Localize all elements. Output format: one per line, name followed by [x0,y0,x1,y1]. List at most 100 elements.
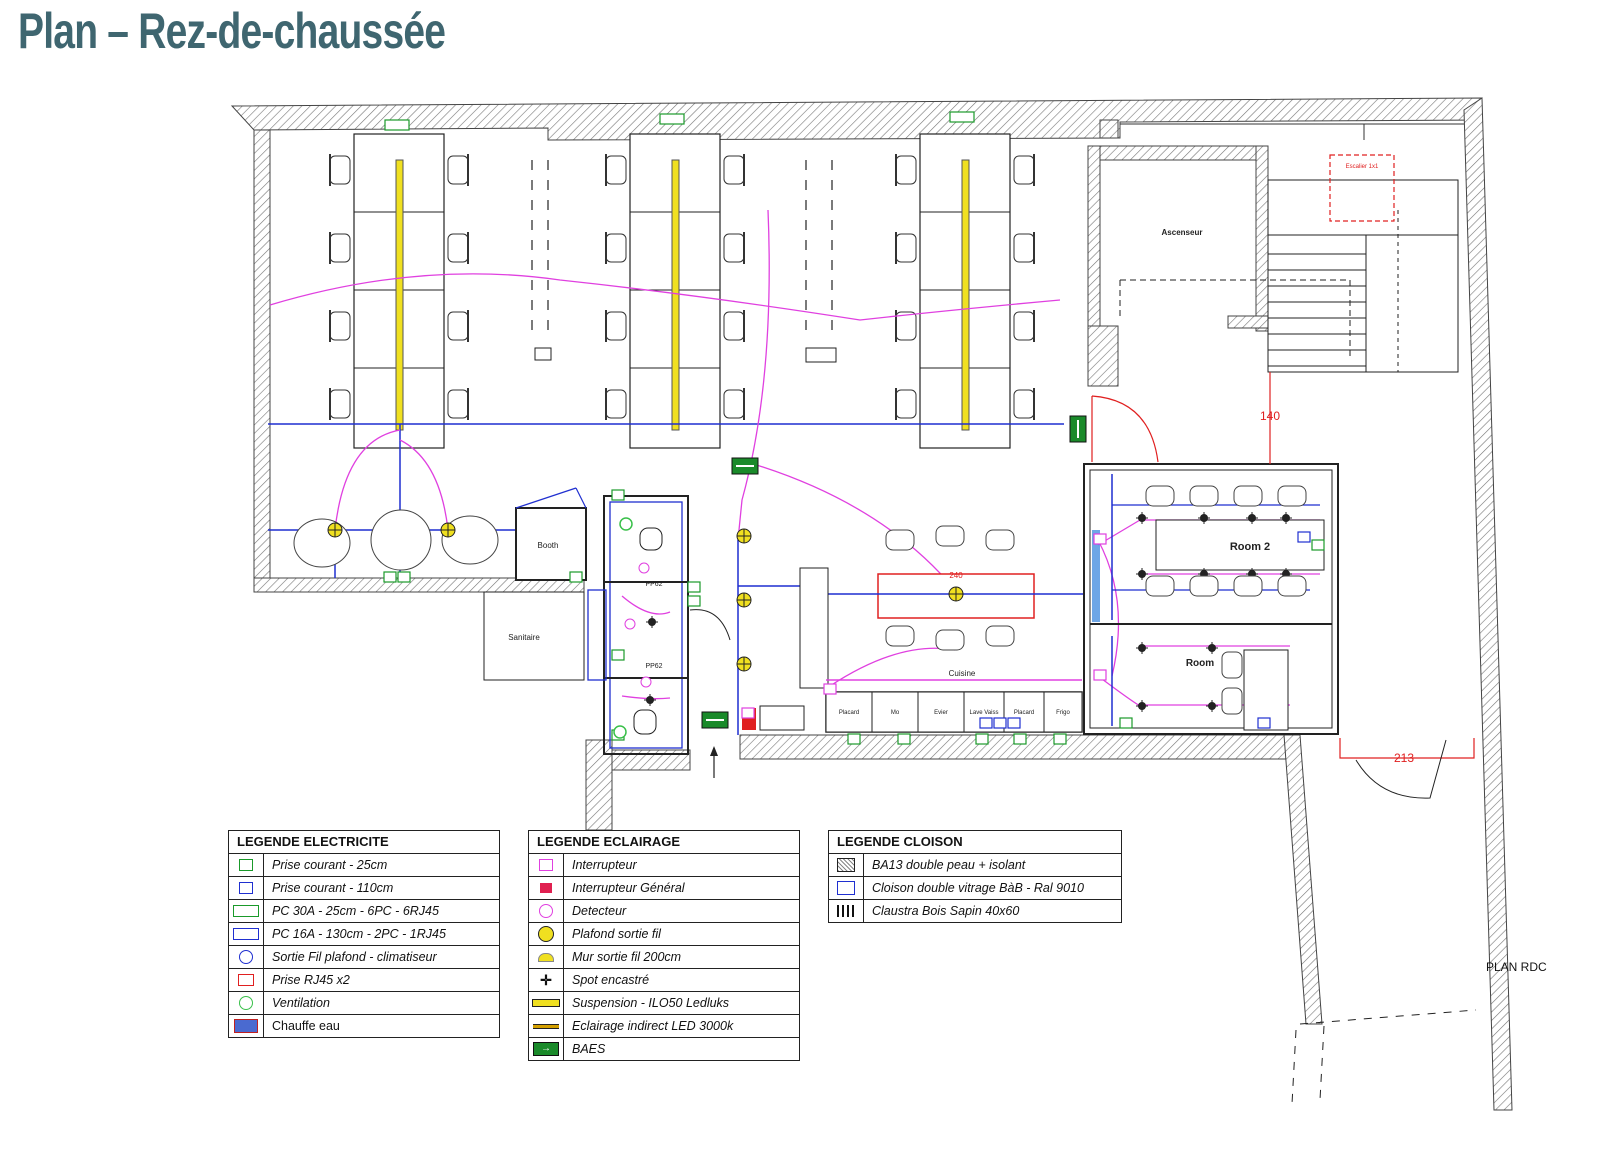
legend-row: Sortie Fil plafond - climatiseur [229,946,499,969]
outlet-25cm-icon [1311,539,1325,551]
room2-label: Room 2 [1230,541,1270,553]
outlet-25cm-icon [611,489,625,501]
water-heater-icon [234,1019,258,1033]
lighting-circuits [269,209,1320,707]
chair [885,529,915,551]
legend-label: BAES [572,1042,606,1056]
legend-electricite: LEGENDE ELECTRICITE Prise courant - 25cm… [228,830,500,1038]
detector-icon [638,562,650,574]
kitchen-unit-label: Evier [934,710,948,716]
chair [935,525,965,547]
kitchen-unit-label: Mo [891,710,900,716]
doors [1091,395,1475,759]
entry-arrow [710,746,718,756]
legend-row: Mur sortie fil 200cm [529,946,799,969]
legend-label: Detecteur [572,904,627,918]
legend-row: PC 16A - 130cm - 2PC - 1RJ45 [229,923,499,946]
legend-label: Ventilation [272,996,330,1010]
legend-row: Prise courant - 110cm [229,877,499,900]
escalier-label: Escalier 1x1 [1346,164,1379,170]
sanitaire-label: Sanitaire [508,633,540,642]
elevator: Ascenseur [1119,228,1351,360]
room-label: Room [1186,658,1214,669]
legend-row: Claustra Bois Sapin 40x60 [829,900,1121,922]
pp62-label: PP62 [645,581,662,588]
spot-icon [644,694,656,706]
outlet-25cm-icon [659,113,685,125]
chair [985,529,1015,551]
legend-row: Prise RJ45 x2 [229,969,499,992]
spot-icon [1206,700,1218,712]
outlet-25cm-icon [397,571,411,583]
baes-icon: → [533,1042,559,1056]
claustra-icon [837,905,855,917]
column [534,347,552,361]
staircase [1267,179,1459,373]
legend-label: Cloison double vitrage BàB - Ral 9010 [872,881,1084,895]
booth: Booth [515,487,587,581]
glass-partition-icon [837,881,855,895]
spot-icon [1246,512,1258,524]
chair [1221,687,1243,715]
spot-icon [1198,512,1210,524]
pc16a-icon [233,928,259,940]
detector-icon [640,676,652,688]
pc30a-icon [233,905,259,917]
legend-label: Spot encastré [572,973,650,987]
spot-icon [1136,642,1148,654]
legend-label: Interrupteur [572,858,637,872]
doors-black [689,609,1447,799]
spot-icon [1136,568,1148,580]
outlet-110cm-icon [1297,531,1311,543]
dimension-140: 140 [1260,409,1280,423]
outlet-25cm-icon [687,581,701,593]
legend-label: PC 16A - 130cm - 2PC - 1RJ45 [272,927,446,941]
spot-icon [1136,700,1148,712]
main-switch-icon [540,883,552,893]
baes-icon [701,415,1087,729]
outlet-25cm-icon [949,111,975,123]
claustra-lines [531,160,833,340]
legend-row: Interrupteur [529,854,799,877]
spot-icon [646,616,658,628]
ba13-icon [837,858,855,872]
outlet-25cm-icon [611,649,625,661]
legend-title: LEGENDE CLOISON [829,831,1121,854]
kitchen-unit: Frigo [1043,691,1083,733]
spot-icon [1136,512,1148,524]
legend-row: ✛Spot encastré [529,969,799,992]
kitchen-unit: Placard [825,691,873,733]
exterior-dashed [1291,1009,1477,1105]
chair [1277,575,1307,597]
chair [1233,485,1263,507]
outlet-25cm-icon [1119,717,1133,729]
legend-label: Prise courant - 25cm [272,858,388,872]
legend-row: Plafond sortie fil [529,923,799,946]
cuisine-label: Cuisine [949,669,976,678]
outlet-25cm-icon [847,733,861,745]
desk-clusters [329,133,1035,449]
kitchen-unit-label: Frigo [1056,710,1070,716]
page-title: Plan – Rez-de-chaussée [18,3,446,59]
outlet-25cm-icon [384,119,410,131]
outlet-110cm-icon [239,882,253,894]
legend-title: LEGENDE ELECTRICITE [229,831,499,854]
outlet-110cm-icon [979,717,993,729]
outlet-25cm-icon [569,571,583,583]
outlet-25cm-icon [1013,733,1027,745]
chair [985,625,1015,647]
switch-icon [539,859,553,871]
outlet-25cm-icon [1053,733,1067,745]
outlet-25cm-icon [897,733,911,745]
legend-label: Chauffe eau [272,1019,340,1033]
dimension-213: 213 [1394,751,1414,765]
legend-row: Detecteur [529,900,799,923]
legend-label: PC 30A - 25cm - 6PC - 6RJ45 [272,904,439,918]
legend-label: Sortie Fil plafond - climatiseur [272,950,437,964]
chair [1277,485,1307,507]
legend-row: BA13 double peau + isolant [829,854,1121,877]
legend-eclairage: LEGENDE ECLAIRAGE Interrupteur Interrupt… [528,830,800,1061]
outlet-110cm-icon [1257,717,1271,729]
legend-label: Eclairage indirect LED 3000k [572,1019,734,1033]
room-2 [1083,463,1339,735]
